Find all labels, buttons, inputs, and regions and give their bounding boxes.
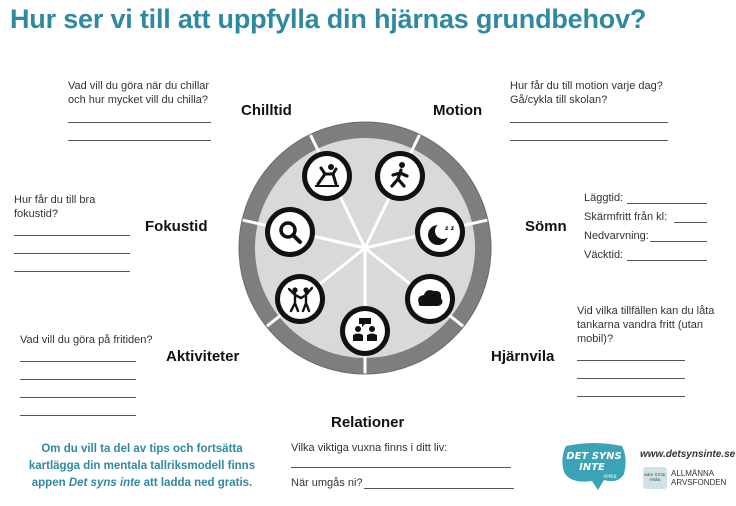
aktiviteter-answer-line-2[interactable] [20,379,136,380]
motion-answer-line-1[interactable] [510,122,668,123]
cloud-thought-icon [405,274,455,324]
people-conversation-icon [340,306,390,356]
svg-text:INTE: INTE [579,462,605,473]
category-fokustid: Fokustid [145,218,208,235]
aktiviteter-question: Vad vill du göra på fritiden? [20,334,153,346]
allmanna-arvsfonden-logo: MED STÖD FRÅN ALLMÄNNA ARVSFONDEN [643,467,733,491]
relationer-answer-line-1[interactable] [291,467,511,468]
category-relationer: Relationer [331,414,405,431]
sleep-field-winddown: Nedvarvning: [584,230,649,242]
wheel-border [238,121,492,375]
relationer-answer-line-2[interactable] [364,488,514,489]
relationer-question-1: Vilka viktiga vuxna finns i ditt liv: [291,442,448,454]
page-title: Hur ser vi till att uppfylla din hjärnas… [10,4,647,34]
category-aktiviteter: Aktiviteter [166,348,240,365]
sleep-wakeup-line[interactable] [627,260,707,261]
moon-sleep-icon: z z [415,207,465,257]
aktiviteter-answer-line-1[interactable] [20,361,136,362]
fokustid-answer-line-1[interactable] [14,235,130,236]
category-motion: Motion [433,102,483,119]
aktiviteter-answer-line-4[interactable] [20,415,136,416]
fokustid-answer-line-2[interactable] [14,253,130,254]
hjarnvila-question: Vid vilka tillfällen kan du låta tankarn… [577,305,715,345]
sleep-winddown-line[interactable] [650,241,707,242]
relationer-question-2: När umgås ni? [291,477,363,489]
hjarnvila-answer-line-1[interactable] [577,360,685,361]
running-person-icon [375,151,425,201]
chilltid-answer-line-2[interactable] [68,140,211,141]
category-hjarnvila: Hjärnvila [491,348,555,365]
category-somn: Sömn [525,218,567,235]
svg-text:APPEN: APPEN [603,474,616,479]
fokustid-question: Hur får du till bra fokustid? [14,194,96,220]
motion-question: Hur får du till motion varje dag? Gå/cyk… [510,80,663,106]
chilltid-answer-line-1[interactable] [68,122,211,123]
fokustid-answer-line-3[interactable] [14,271,130,272]
sleep-field-wakeup: Väcktid: [584,249,624,261]
magnifier-icon [265,207,315,257]
relaxing-person-icon [302,151,352,201]
hjarnvila-answer-line-3[interactable] [577,396,685,397]
funder-badge: MED STÖD FRÅN [643,467,667,489]
website-link[interactable]: www.detsynsinte.se [640,449,736,460]
needs-wheel: z z [238,121,492,375]
funder-name-line-1: ALLMÄNNA [671,469,715,478]
det-syns-inte-logo: DET SYNS INTE APPEN [562,443,626,490]
chilltid-question: Vad vill du göra när du chillar och hur … [68,80,210,106]
svg-text:DET SYNS: DET SYNS [566,451,621,462]
sleep-bedtime-line[interactable] [627,203,707,204]
sleep-field-screenfree: Skärmfritt från kl: [584,211,668,223]
sleep-field-bedtime: Läggtid: [584,192,624,204]
motion-answer-line-2[interactable] [510,140,668,141]
app-name: Det syns inte [68,477,141,489]
app-info-text: Om du vill ta del av tips och fortsätta … [28,443,256,489]
funder-name-line-2: ARVSFONDEN [671,478,727,487]
category-chilltid: Chilltid [241,102,292,119]
dancing-people-icon [275,274,325,324]
hjarnvila-answer-line-2[interactable] [577,378,685,379]
svg-text:z z: z z [445,225,455,232]
aktiviteter-answer-line-3[interactable] [20,397,136,398]
sleep-screenfree-line[interactable] [674,222,707,223]
